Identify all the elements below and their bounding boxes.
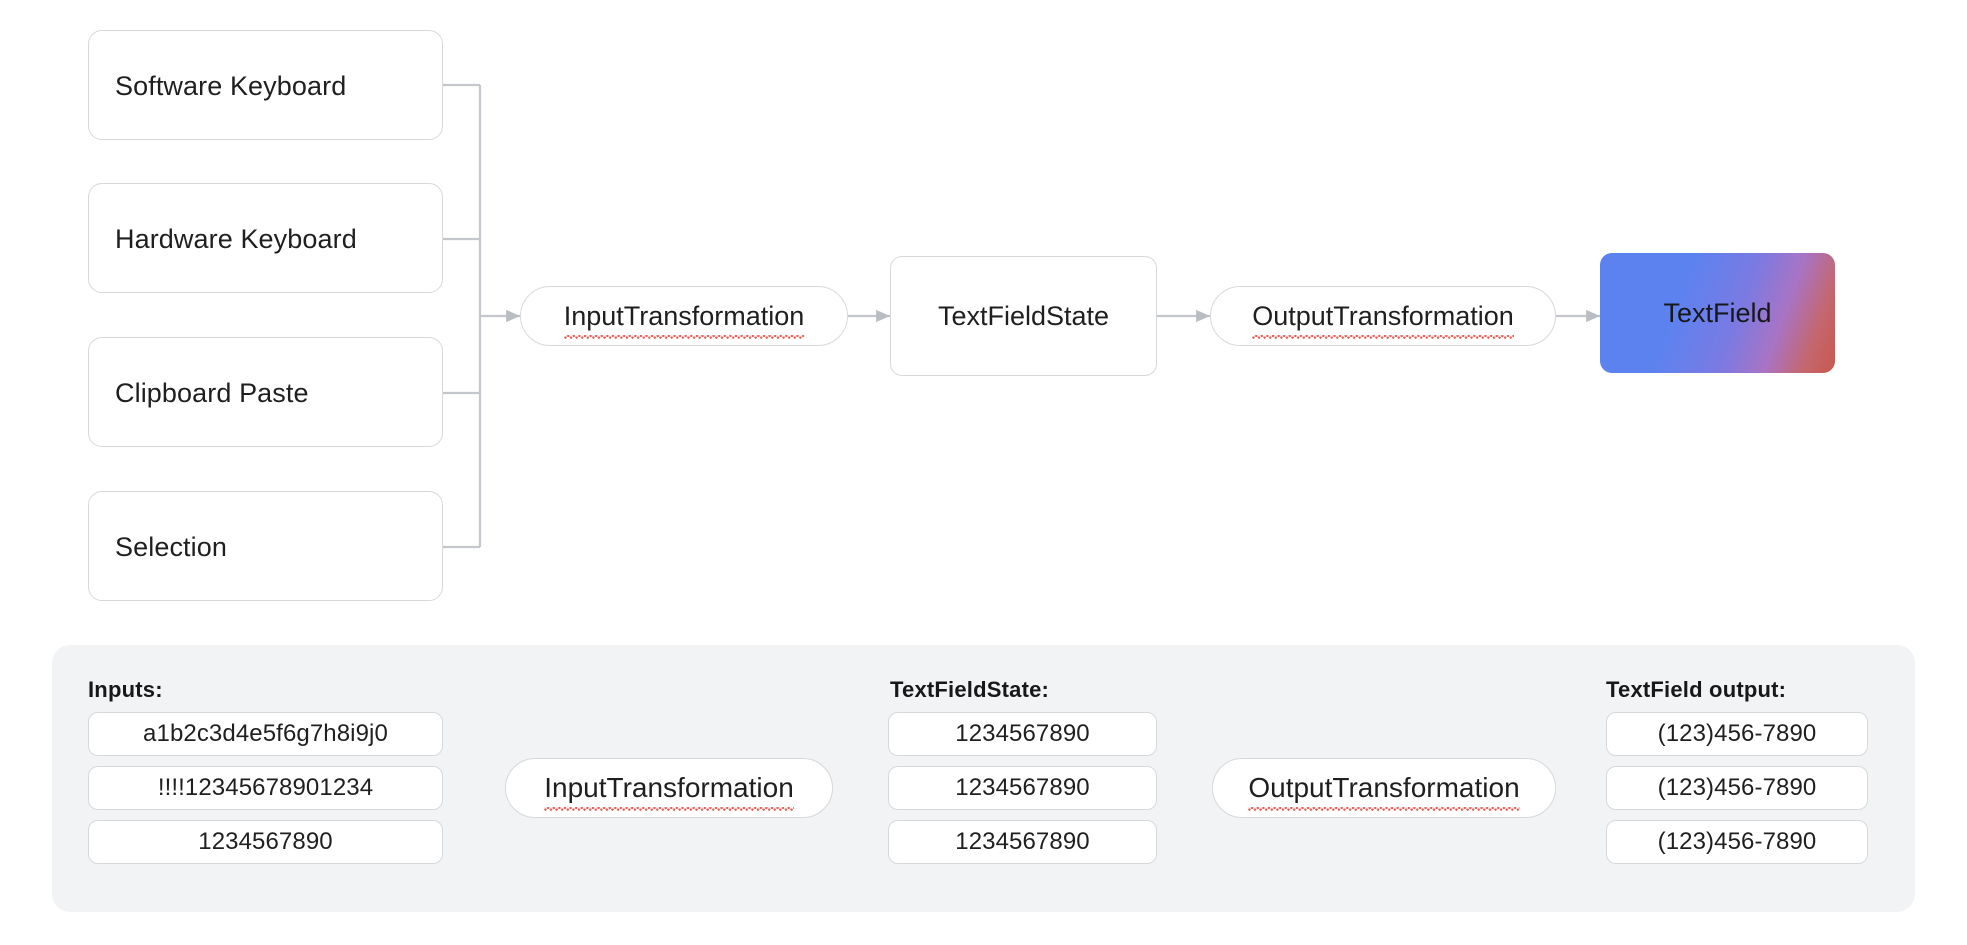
node-textfield[interactable]: TextField [1600, 253, 1835, 373]
example-input-text: 1234567890 [198, 828, 333, 855]
source-card-software-keyboard[interactable]: Software Keyboard [88, 30, 443, 140]
node-input-transformation[interactable]: InputTransformation [520, 286, 848, 346]
source-card-label: Selection [115, 532, 227, 562]
example-state-title: TextFieldState: [890, 677, 1050, 702]
example-node-output-transformation[interactable]: OutputTransformation [1212, 758, 1556, 818]
example-state-value[interactable]: 1234567890 [888, 820, 1157, 864]
example-output-text: (123)456-7890 [1657, 720, 1817, 747]
example-input-text: !!!!12345678901234 [157, 774, 374, 801]
node-label: OutputTransformation [1252, 300, 1514, 339]
node-label: InputTransformation [563, 300, 805, 339]
example-output-text: (123)456-7890 [1657, 828, 1817, 855]
example-output-value[interactable]: (123)456-7890 [1606, 712, 1868, 756]
source-card-label: Clipboard Paste [115, 378, 309, 408]
example-input-value[interactable]: !!!!12345678901234 [88, 766, 443, 810]
example-state-value[interactable]: 1234567890 [888, 712, 1157, 756]
example-node-input-transformation[interactable]: InputTransformation [505, 758, 833, 818]
node-label: TextField [1663, 297, 1772, 328]
example-node-label: InputTransformation [544, 772, 794, 811]
example-state-text: 1234567890 [955, 828, 1090, 855]
example-input-text: a1b2c3d4e5f6g7h8i9j0 [143, 720, 388, 747]
node-label: TextFieldState [937, 300, 1110, 331]
example-output-value[interactable]: (123)456-7890 [1606, 820, 1868, 864]
example-input-value[interactable]: a1b2c3d4e5f6g7h8i9j0 [88, 712, 443, 756]
example-input-value[interactable]: 1234567890 [88, 820, 443, 864]
node-textfield-state[interactable]: TextFieldState [890, 256, 1157, 376]
example-node-label: OutputTransformation [1248, 772, 1520, 811]
example-state-text: 1234567890 [955, 720, 1090, 747]
example-state-text: 1234567890 [955, 774, 1090, 801]
source-card-selection[interactable]: Selection [88, 491, 443, 601]
example-output-title: TextField output: [1606, 677, 1787, 702]
source-card-label: Hardware Keyboard [115, 224, 357, 254]
example-output-value[interactable]: (123)456-7890 [1606, 766, 1868, 810]
source-card-label: Software Keyboard [115, 71, 347, 101]
example-output-text: (123)456-7890 [1657, 774, 1817, 801]
source-card-hardware-keyboard[interactable]: Hardware Keyboard [88, 183, 443, 293]
node-output-transformation[interactable]: OutputTransformation [1210, 286, 1556, 346]
source-card-clipboard-paste[interactable]: Clipboard Paste [88, 337, 443, 447]
example-state-value[interactable]: 1234567890 [888, 766, 1157, 810]
example-inputs-title: Inputs: [88, 677, 163, 702]
